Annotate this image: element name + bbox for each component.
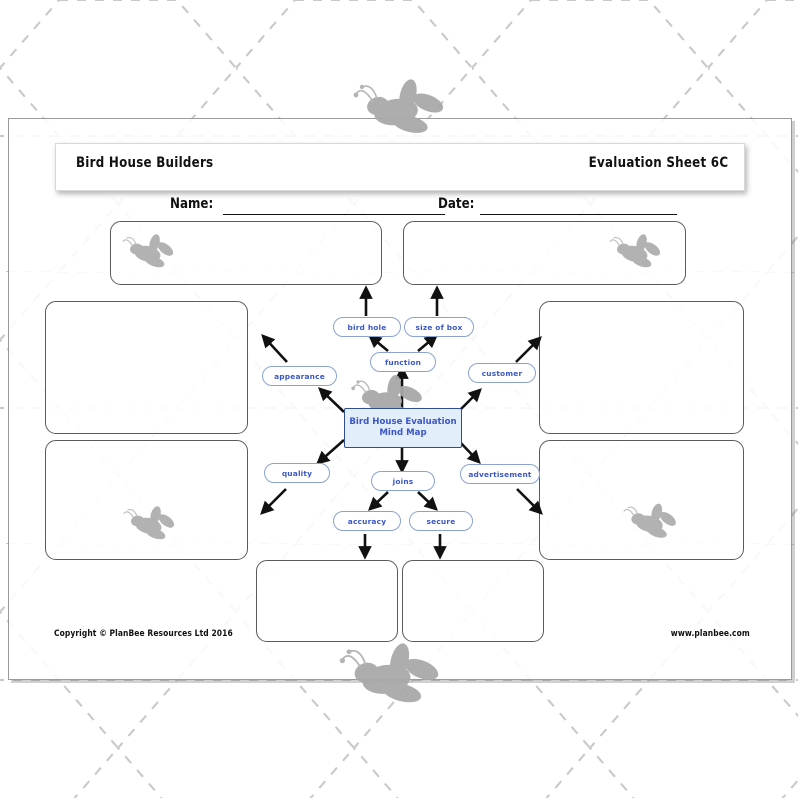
center-node-line1: Bird House Evaluation bbox=[349, 417, 457, 427]
bee-icon bbox=[122, 234, 174, 268]
name-input[interactable] bbox=[223, 214, 445, 215]
answer-box-right-upper[interactable] bbox=[539, 301, 744, 434]
bee-icon bbox=[353, 79, 444, 133]
name-label: Name: bbox=[170, 196, 214, 212]
answer-box-left-lower[interactable] bbox=[45, 440, 248, 560]
website-link[interactable]: www.planbee.com bbox=[670, 628, 750, 638]
mindmap-node-appearance[interactable]: appearance bbox=[262, 366, 337, 386]
answer-box-left-upper[interactable] bbox=[45, 301, 248, 434]
worksheet-header: Bird House Builders Evaluation Sheet 6C bbox=[55, 143, 745, 191]
name-date-row: Name: Date: bbox=[55, 196, 755, 220]
date-input[interactable] bbox=[480, 214, 677, 215]
sheet-subtitle: Evaluation Sheet 6C bbox=[588, 155, 728, 171]
mindmap-node-quality[interactable]: quality bbox=[264, 463, 330, 483]
center-node-line2: Mind Map bbox=[379, 428, 427, 438]
bee-icon bbox=[339, 643, 439, 703]
answer-box-bottom-right[interactable] bbox=[402, 560, 544, 642]
page-title: Bird House Builders bbox=[76, 155, 214, 171]
answer-box-right-lower[interactable] bbox=[539, 440, 744, 560]
bee-icon bbox=[623, 503, 676, 538]
mindmap-node-accuracy[interactable]: accuracy bbox=[333, 511, 401, 531]
mindmap-center-node[interactable]: Bird House Evaluation Mind Map bbox=[344, 408, 462, 448]
mindmap-node-joins[interactable]: joins bbox=[371, 471, 435, 491]
mindmap-node-bird-hole[interactable]: bird hole bbox=[333, 317, 401, 337]
bee-icon bbox=[351, 374, 422, 419]
mindmap-node-size-of-box[interactable]: size of box bbox=[404, 317, 474, 337]
answer-box-bottom-left[interactable] bbox=[256, 560, 398, 642]
mindmap-node-secure[interactable]: secure bbox=[409, 511, 473, 531]
bee-icon bbox=[609, 234, 661, 268]
mindmap-node-advertisement[interactable]: advertisement bbox=[460, 464, 540, 484]
date-label: Date: bbox=[438, 196, 475, 212]
mindmap-node-customer[interactable]: customer bbox=[468, 363, 536, 383]
bee-icon bbox=[123, 506, 175, 540]
mindmap-node-function[interactable]: function bbox=[370, 352, 436, 372]
copyright-text: Copyright © PlanBee Resources Ltd 2016 bbox=[54, 628, 233, 638]
